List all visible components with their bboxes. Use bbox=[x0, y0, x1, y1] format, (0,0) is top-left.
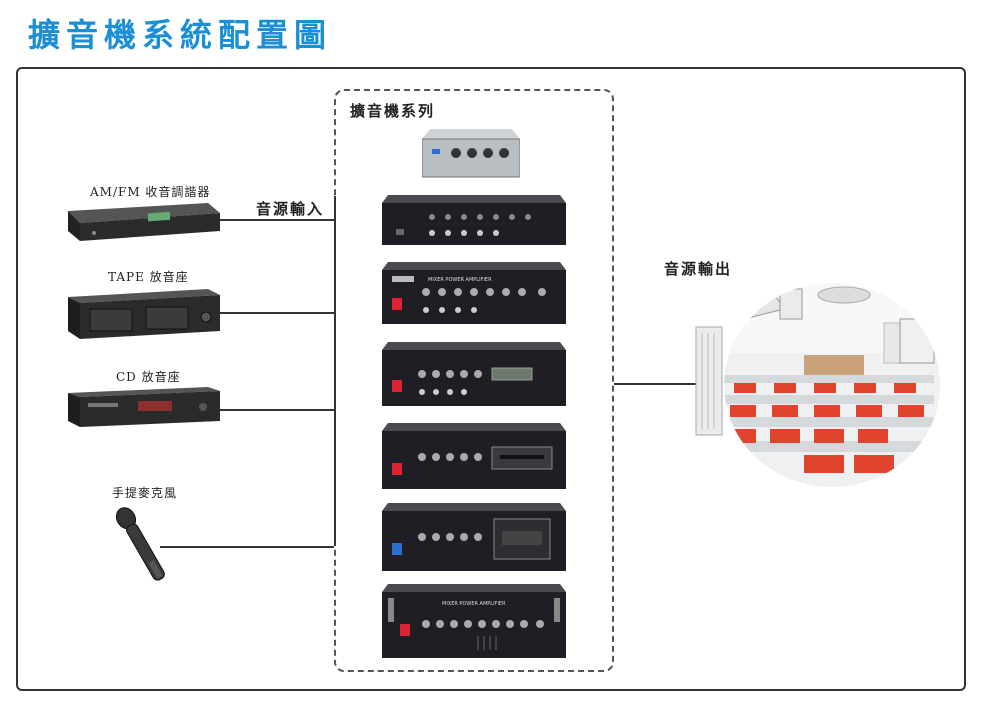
amplifier-unit-3 bbox=[382, 342, 566, 408]
speaker-classroom-image bbox=[694, 283, 940, 487]
amplifier-unit-1 bbox=[382, 195, 566, 247]
cd-connector bbox=[218, 409, 334, 411]
cd-label: CD 放音座 bbox=[116, 370, 181, 384]
tape-connector bbox=[218, 312, 334, 314]
series-label: 擴音機系列 bbox=[350, 102, 436, 120]
amplifier-unit-4 bbox=[382, 423, 566, 491]
mic-label: 手提麥克風 bbox=[112, 486, 178, 500]
mixer-unit bbox=[422, 129, 520, 179]
amplifier-unit-6 bbox=[382, 584, 566, 660]
mic-connector bbox=[160, 546, 334, 548]
amplifier-unit-2 bbox=[382, 262, 566, 326]
tuner-device bbox=[68, 203, 220, 243]
output-label: 音源輸出 bbox=[664, 260, 733, 278]
amplifier-2-panel-text: MIXER POWER AMPLIFIER bbox=[428, 277, 492, 283]
output-connector bbox=[614, 383, 696, 385]
tuner-connector bbox=[218, 219, 334, 221]
tape-device bbox=[68, 287, 220, 343]
input-label: 音源輸入 bbox=[256, 200, 325, 218]
page-title: 擴音機系統配置圖 bbox=[28, 16, 333, 54]
cd-device bbox=[68, 387, 220, 431]
tuner-label: AM/FM 收音調諧器 bbox=[90, 185, 211, 199]
diagram-frame bbox=[16, 67, 966, 691]
amplifier-6-panel-text: MIXER POWER AMPLIFIER bbox=[442, 601, 506, 607]
tape-label: TAPE 放音座 bbox=[108, 270, 189, 284]
microphone-device bbox=[112, 504, 172, 588]
input-bus-line bbox=[334, 196, 336, 546]
amplifier-unit-5 bbox=[382, 503, 566, 573]
